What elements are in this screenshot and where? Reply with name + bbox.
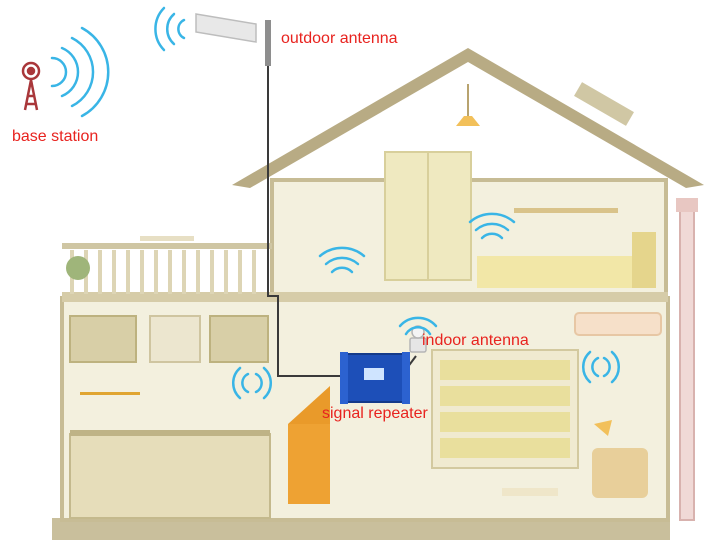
range-hood xyxy=(149,315,201,363)
antenna-mast xyxy=(265,20,271,66)
roof-window xyxy=(574,82,634,126)
floor-divider xyxy=(62,292,668,302)
ceiling-antenna-icon xyxy=(409,325,427,353)
pipe-cap xyxy=(676,198,698,212)
kitchen-counter xyxy=(69,433,271,519)
outdoor-antenna-label: outdoor antenna xyxy=(281,30,398,47)
balcony-balusters xyxy=(70,250,256,294)
drain-pipe xyxy=(679,199,695,521)
utensil-rail xyxy=(80,392,140,395)
bookshelf-books xyxy=(440,360,570,458)
bed xyxy=(477,256,637,288)
kitchen-upper-cabinets xyxy=(69,315,137,363)
balcony-plant xyxy=(66,256,90,280)
coax-cable xyxy=(267,60,346,377)
repeater-device-icon xyxy=(340,352,410,404)
signal-wave-icon xyxy=(50,6,621,400)
base-station-label: base station xyxy=(12,128,99,145)
indoor-antenna-label: indoor antenna xyxy=(422,332,529,349)
coffee-table xyxy=(502,488,558,496)
balcony-rail-top xyxy=(62,243,272,249)
armchair xyxy=(592,448,648,498)
base-station-tower-icon xyxy=(21,61,41,111)
signal-repeater-label: signal repeater xyxy=(322,405,428,422)
kitchen-upper-cabinets-right xyxy=(209,315,269,363)
bed-headboard xyxy=(632,232,656,288)
ceiling-lamp xyxy=(456,116,480,126)
air-conditioner xyxy=(574,312,662,336)
ground-slab xyxy=(52,518,670,540)
yagi-antenna-icon xyxy=(195,13,257,43)
floor-lamp xyxy=(594,420,612,436)
balcony-table xyxy=(140,236,194,241)
wall-shelf xyxy=(514,208,618,213)
